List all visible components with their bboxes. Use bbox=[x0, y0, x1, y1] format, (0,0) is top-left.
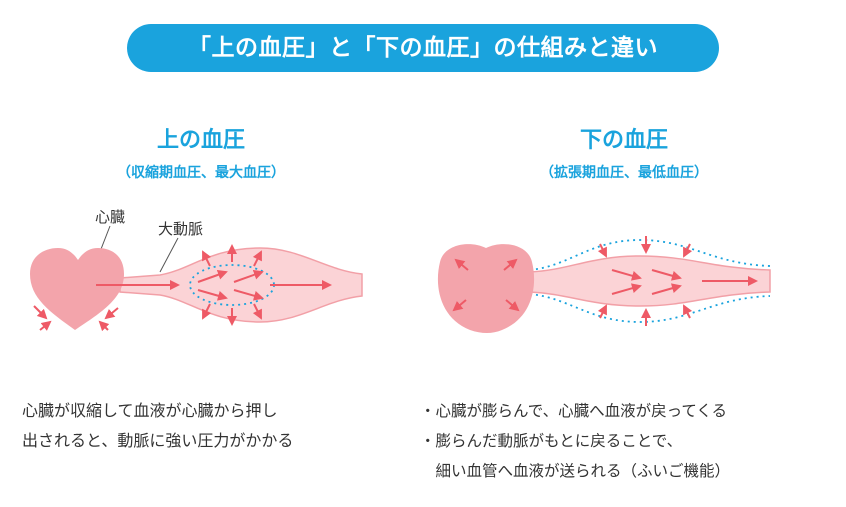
flow-arrow bbox=[233, 269, 264, 283]
systolic-description-line: 出されると、動脈に強い圧力がかかる bbox=[22, 431, 294, 450]
systolic-subtitle: （収縮期血圧、最大血圧） bbox=[117, 165, 285, 181]
return-arrow bbox=[597, 243, 607, 258]
heart-contracting bbox=[30, 248, 124, 330]
return-arrow bbox=[683, 304, 693, 319]
flow-arrow bbox=[651, 283, 682, 295]
diastolic-description-line: 細い血管へ血液が送られる（ふいご機能） bbox=[420, 462, 731, 480]
flow-arrow bbox=[611, 283, 642, 295]
diastolic-subtitle: （拡張期血圧、最低血圧） bbox=[540, 165, 708, 181]
title-banner: 「上の血圧」と「下の血圧」の仕組みと違い bbox=[127, 24, 719, 72]
flow-arrow bbox=[197, 269, 228, 283]
diastolic-description-line: ・膨らんだ動脈がもとに戻ることで、 bbox=[420, 432, 683, 450]
return-arrow bbox=[683, 243, 693, 258]
squeeze-arrow bbox=[33, 305, 48, 320]
squeeze-arrow bbox=[104, 307, 119, 320]
flow-arrow bbox=[233, 289, 264, 301]
diastolic-description: ・心臓が膨らんで、心臓へ血液が戻ってくる ・膨らんだ動脈がもとに戻ることで、 細… bbox=[420, 396, 730, 486]
systolic-title: 上の血圧 bbox=[156, 128, 245, 153]
fill-arrow bbox=[452, 299, 467, 312]
fill-arrow bbox=[503, 258, 518, 271]
fill-arrow bbox=[505, 299, 520, 312]
artery-previous-outline bbox=[529, 293, 771, 323]
systolic-description: 心臓が収縮して血液が心臓から押し 出されると、動脈に強い圧力がかかる bbox=[22, 396, 293, 456]
heart-expanding bbox=[437, 244, 535, 333]
fill-arrow bbox=[454, 258, 469, 271]
flow-arrow bbox=[197, 289, 228, 301]
heart-label: 心臓 bbox=[95, 208, 126, 226]
pressure-arrow bbox=[202, 250, 212, 267]
pressure-arrow bbox=[202, 303, 212, 320]
diastolic-title: 下の血圧 bbox=[579, 128, 668, 153]
squeeze-arrow bbox=[98, 320, 110, 332]
squeeze-arrow bbox=[39, 320, 52, 331]
pressure-arrow bbox=[252, 303, 262, 320]
return-arrow bbox=[597, 304, 607, 319]
flow-arrow bbox=[651, 269, 682, 281]
artery-label: 大動脈 bbox=[158, 220, 204, 238]
diastolic-description-line: ・心臓が膨らんで、心臓へ血液が戻ってくる bbox=[420, 402, 728, 420]
artery-previous-outline bbox=[529, 239, 771, 271]
artery-leader-line bbox=[159, 237, 179, 273]
artery-contracting bbox=[529, 255, 771, 307]
pressure-arrow bbox=[252, 250, 262, 267]
flow-arrow bbox=[611, 269, 642, 281]
systolic-description-line: 心臓が収縮して血液が心臓から押し bbox=[22, 401, 278, 420]
